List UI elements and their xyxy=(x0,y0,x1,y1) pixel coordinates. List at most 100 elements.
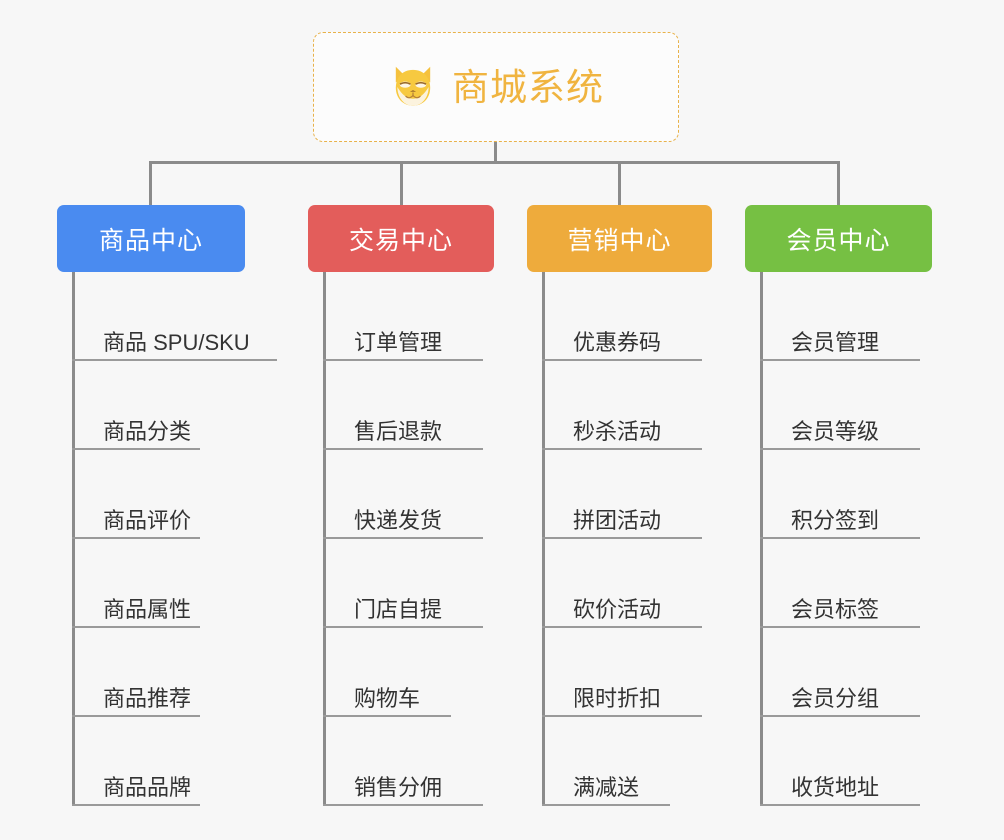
connector-horizontal-bus xyxy=(149,161,840,164)
leaf-label: 会员等级 xyxy=(791,418,880,444)
leaf-item[interactable]: 限时折扣 xyxy=(527,628,712,717)
leaf-label: 会员管理 xyxy=(791,329,880,355)
leaf-underline xyxy=(542,626,702,628)
leaf-item[interactable]: 商品分类 xyxy=(57,361,245,450)
leaf-label: 商品评价 xyxy=(103,507,192,533)
leaf-item[interactable]: 会员等级 xyxy=(745,361,932,450)
leaf-underline xyxy=(542,715,702,717)
leaf-label: 拼团活动 xyxy=(573,507,662,533)
leaf-item[interactable]: 销售分佣 xyxy=(308,717,494,806)
leaf-label: 收货地址 xyxy=(791,774,880,800)
branch-header-label: 营销中心 xyxy=(567,226,672,255)
leaf-item[interactable]: 会员标签 xyxy=(745,539,932,628)
leaf-item[interactable]: 会员分组 xyxy=(745,628,932,717)
leaf-item[interactable]: 收货地址 xyxy=(745,717,932,806)
leaf-item[interactable]: 售后退款 xyxy=(308,361,494,450)
leaf-label: 秒杀活动 xyxy=(573,418,662,444)
branch-header-label: 商品中心 xyxy=(98,226,203,255)
branch-column-1: 商品中心 商品 SPU/SKU 商品分类 商品评价 商品属性 商品推荐 xyxy=(57,205,277,806)
leaf-underline xyxy=(72,448,200,450)
leaf-underline xyxy=(72,715,200,717)
leaf-label: 积分签到 xyxy=(791,507,880,533)
leaf-item[interactable]: 满减送 xyxy=(527,717,712,806)
leaf-item[interactable]: 砍价活动 xyxy=(527,539,712,628)
leaf-item[interactable]: 订单管理 xyxy=(308,272,494,361)
connector-drop-1 xyxy=(149,161,152,206)
leaf-item[interactable]: 门店自提 xyxy=(308,539,494,628)
leaf-underline xyxy=(542,537,702,539)
branch-trunk-3 xyxy=(542,272,545,806)
leaf-underline xyxy=(542,804,670,806)
leaf-label: 会员标签 xyxy=(791,596,880,622)
leaf-item[interactable]: 优惠券码 xyxy=(527,272,712,361)
leaf-label: 优惠券码 xyxy=(573,329,662,355)
leaf-underline xyxy=(72,804,200,806)
leaf-label: 售后退款 xyxy=(354,418,443,444)
root-title: 商城系统 xyxy=(452,66,604,108)
leaf-underline xyxy=(323,715,451,717)
leaf-label: 快递发货 xyxy=(354,507,443,533)
leaf-item[interactable]: 会员管理 xyxy=(745,272,932,361)
branch-header-1[interactable]: 商品中心 xyxy=(57,205,245,272)
leaf-underline xyxy=(323,359,483,361)
leaf-underline xyxy=(760,626,920,628)
branch-header-label: 会员中心 xyxy=(786,226,891,255)
leaf-label: 商品 SPU/SKU xyxy=(103,329,250,355)
leaf-item[interactable]: 商品品牌 xyxy=(57,717,245,806)
branch-column-4: 会员中心 会员管理 会员等级 积分签到 会员标签 会员分组 xyxy=(745,205,932,806)
leaf-item[interactable]: 商品推荐 xyxy=(57,628,245,717)
leaf-item[interactable]: 秒杀活动 xyxy=(527,361,712,450)
leaf-label: 砍价活动 xyxy=(573,596,662,622)
branch-header-3[interactable]: 营销中心 xyxy=(527,205,712,272)
leaf-item[interactable]: 商品属性 xyxy=(57,539,245,628)
branch-header-label: 交易中心 xyxy=(348,226,453,255)
leaf-underline xyxy=(323,537,483,539)
leaf-label: 购物车 xyxy=(354,685,421,711)
leaf-label: 限时折扣 xyxy=(573,685,662,711)
leaf-underline xyxy=(760,537,920,539)
leaf-underline xyxy=(72,359,277,361)
connector-drop-3 xyxy=(618,161,621,206)
branch-header-4[interactable]: 会员中心 xyxy=(745,205,932,272)
leaf-item[interactable]: 购物车 xyxy=(308,628,494,717)
branch-items-2: 订单管理 售后退款 快递发货 门店自提 购物车 销售分佣 xyxy=(308,272,494,806)
leaf-underline xyxy=(760,804,920,806)
leaf-underline xyxy=(760,359,920,361)
leaf-label: 满减送 xyxy=(573,774,640,800)
branch-items-1: 商品 SPU/SKU 商品分类 商品评价 商品属性 商品推荐 商品品牌 xyxy=(57,272,277,806)
leaf-item[interactable]: 商品 SPU/SKU xyxy=(57,272,277,361)
branch-column-3: 营销中心 优惠券码 秒杀活动 拼团活动 砍价活动 限时折扣 xyxy=(527,205,712,806)
leaf-underline xyxy=(760,715,920,717)
leaf-label: 会员分组 xyxy=(791,685,880,711)
leaf-label: 订单管理 xyxy=(354,329,443,355)
leaf-underline xyxy=(760,448,920,450)
leaf-item[interactable]: 快递发货 xyxy=(308,450,494,539)
branch-column-2: 交易中心 订单管理 售后退款 快递发货 门店自提 购物车 xyxy=(308,205,494,806)
branch-trunk-1 xyxy=(72,272,75,806)
leaf-item[interactable]: 积分签到 xyxy=(745,450,932,539)
branch-items-4: 会员管理 会员等级 积分签到 会员标签 会员分组 收货地址 xyxy=(745,272,932,806)
leaf-underline xyxy=(72,537,200,539)
connector-drop-2 xyxy=(400,161,403,206)
leaf-label: 商品品牌 xyxy=(103,774,192,800)
leaf-underline xyxy=(542,448,702,450)
leaf-label: 商品属性 xyxy=(103,596,192,622)
leaf-underline xyxy=(72,626,200,628)
leaf-label: 商品分类 xyxy=(103,418,192,444)
root-node[interactable]: 商城系统 xyxy=(313,32,679,142)
connector-root-stem xyxy=(494,142,497,164)
branch-items-3: 优惠券码 秒杀活动 拼团活动 砍价活动 限时折扣 满减送 xyxy=(527,272,712,806)
branch-header-2[interactable]: 交易中心 xyxy=(308,205,494,272)
branch-trunk-4 xyxy=(760,272,763,806)
leaf-label: 门店自提 xyxy=(354,596,443,622)
leaf-item[interactable]: 拼团活动 xyxy=(527,450,712,539)
leaf-underline xyxy=(323,626,483,628)
leaf-label: 商品推荐 xyxy=(103,685,192,711)
leaf-underline xyxy=(542,359,702,361)
connector-drop-4 xyxy=(837,161,840,206)
leaf-item[interactable]: 商品评价 xyxy=(57,450,245,539)
leaf-label: 销售分佣 xyxy=(354,774,443,800)
leaf-underline xyxy=(323,448,483,450)
shiba-dog-face-icon xyxy=(395,66,431,106)
